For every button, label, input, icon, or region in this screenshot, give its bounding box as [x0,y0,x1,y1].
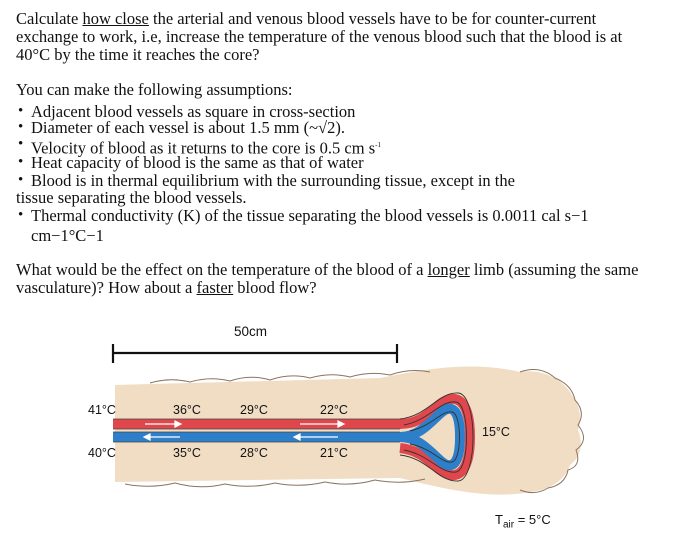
fur-edge-top [149,370,431,384]
artery-temp-label: 41°C [88,403,116,417]
velocity-text: Velocity of blood as it returns to the c… [31,138,376,158]
followup-text: limb (assuming the same [469,260,639,279]
followup-text: vasculature)? How about a [16,278,197,297]
scale-bar [111,344,399,363]
question-text: the arterial and venous blood vessels ha… [148,9,597,28]
longer-underlined: longer [427,260,470,279]
artery-temp-label: 29°C [240,403,268,417]
artery-temp-label: 36°C [173,403,201,417]
ambient-subscript: air [502,519,515,531]
assumption-continuation: tissue separating the blood vessels. [16,188,247,207]
question-line-1: Calculate how close the arterial and ven… [16,10,696,28]
bullet-icon: • [18,172,24,188]
velocity-superscript: -1 [375,141,381,149]
question-line-2: exchange to work, i.e, increase the temp… [16,27,623,46]
faster-underlined: faster [196,278,234,297]
assumption-continuation: cm−1°C−1 [31,226,104,245]
vessel-loop [399,392,474,482]
question-paragraph: Calculate how close the arterial and ven… [16,10,696,64]
vein-temp-label: 40°C [88,446,116,460]
assumption-item: Blood is in thermal equilibrium with the… [31,171,515,190]
tip-temp-label: 15°C [482,425,510,439]
bullet-icon: • [18,119,24,135]
assumption-item: Heat capacity of blood is the same as th… [31,153,364,172]
followup-line-2: vasculature)? How about a faster blood f… [16,279,700,297]
how-close-underlined: how close [82,9,149,28]
vein-flow-arrows [142,433,338,441]
followup-text: What would be the effect on the temperat… [16,260,428,279]
assumption-item: Diameter of each vessel is about 1.5 mm … [31,118,345,137]
bullet-icon: • [18,103,24,119]
artery [113,394,476,480]
vein-temp-label: 28°C [240,446,268,460]
artery-flow-arrows [145,420,346,428]
bullet-icon: • [18,207,24,223]
assumption-item: Thermal conductivity (K) of the tissue s… [31,206,589,225]
limb-body [115,366,581,495]
ambient-symbol: T [495,512,503,527]
fur-edge-bottom [124,478,426,488]
assumptions-intro: You can make the following assumptions: [16,80,293,99]
assumption-item: Velocity of blood as it returns to the c… [31,136,381,158]
followup-line-1: What would be the effect on the temperat… [16,261,700,279]
followup-paragraph: What would be the effect on the temperat… [16,261,700,297]
ambient-value: = 5°C [514,512,551,527]
scale-label: 50cm [234,324,268,339]
followup-text: blood flow? [233,278,317,297]
vein-temp-label: 35°C [173,446,201,460]
artery-temp-label: 22°C [320,403,348,417]
question-line-3: 40°C by the time it reaches the core? [16,45,260,64]
vein-temp-label: 21°C [320,446,348,460]
fur-edge-paw [519,369,584,494]
bullet-icon: • [18,154,24,170]
ambient-temp-label: Tair = 5°C [495,512,551,531]
bullet-icon: • [18,136,24,152]
assumption-item: Adjacent blood vessels as square in cros… [31,102,356,121]
question-text: Calculate [16,9,83,28]
